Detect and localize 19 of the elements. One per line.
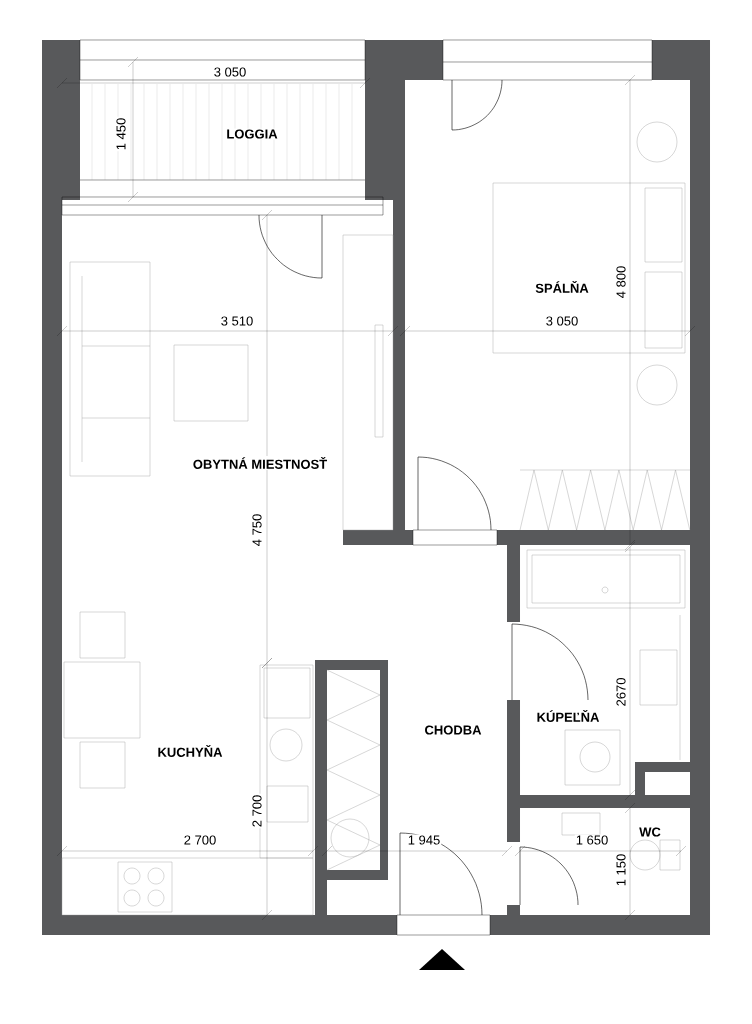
dimension-label: 3 050	[212, 66, 248, 78]
dimension-label: 1 150	[615, 852, 627, 888]
dimension-label: 1 945	[406, 834, 442, 846]
dimension-label: 2 700	[251, 793, 263, 829]
dimension-label: 3 050	[544, 315, 580, 327]
room-label: OBYTNÁ MIESTNOSŤ	[191, 456, 329, 470]
dimension-label: 1 650	[574, 834, 610, 846]
room-label: WC	[638, 826, 662, 838]
dimension-label: 2 700	[182, 834, 218, 846]
room-label: CHODBA	[423, 724, 483, 736]
dimension-label: 2670	[615, 676, 627, 708]
room-label: KÚPEĽŇA	[535, 709, 601, 723]
room-label: SPÁLŇA	[534, 280, 590, 294]
room-label: LOGGIA	[225, 128, 279, 140]
dimension-label: 4 800	[615, 264, 627, 300]
dimension-label: 4 750	[251, 512, 263, 548]
dimension-label: 3 510	[219, 315, 255, 327]
dimension-label: 1 450	[115, 116, 127, 152]
room-label: KUCHYŇA	[156, 744, 224, 758]
